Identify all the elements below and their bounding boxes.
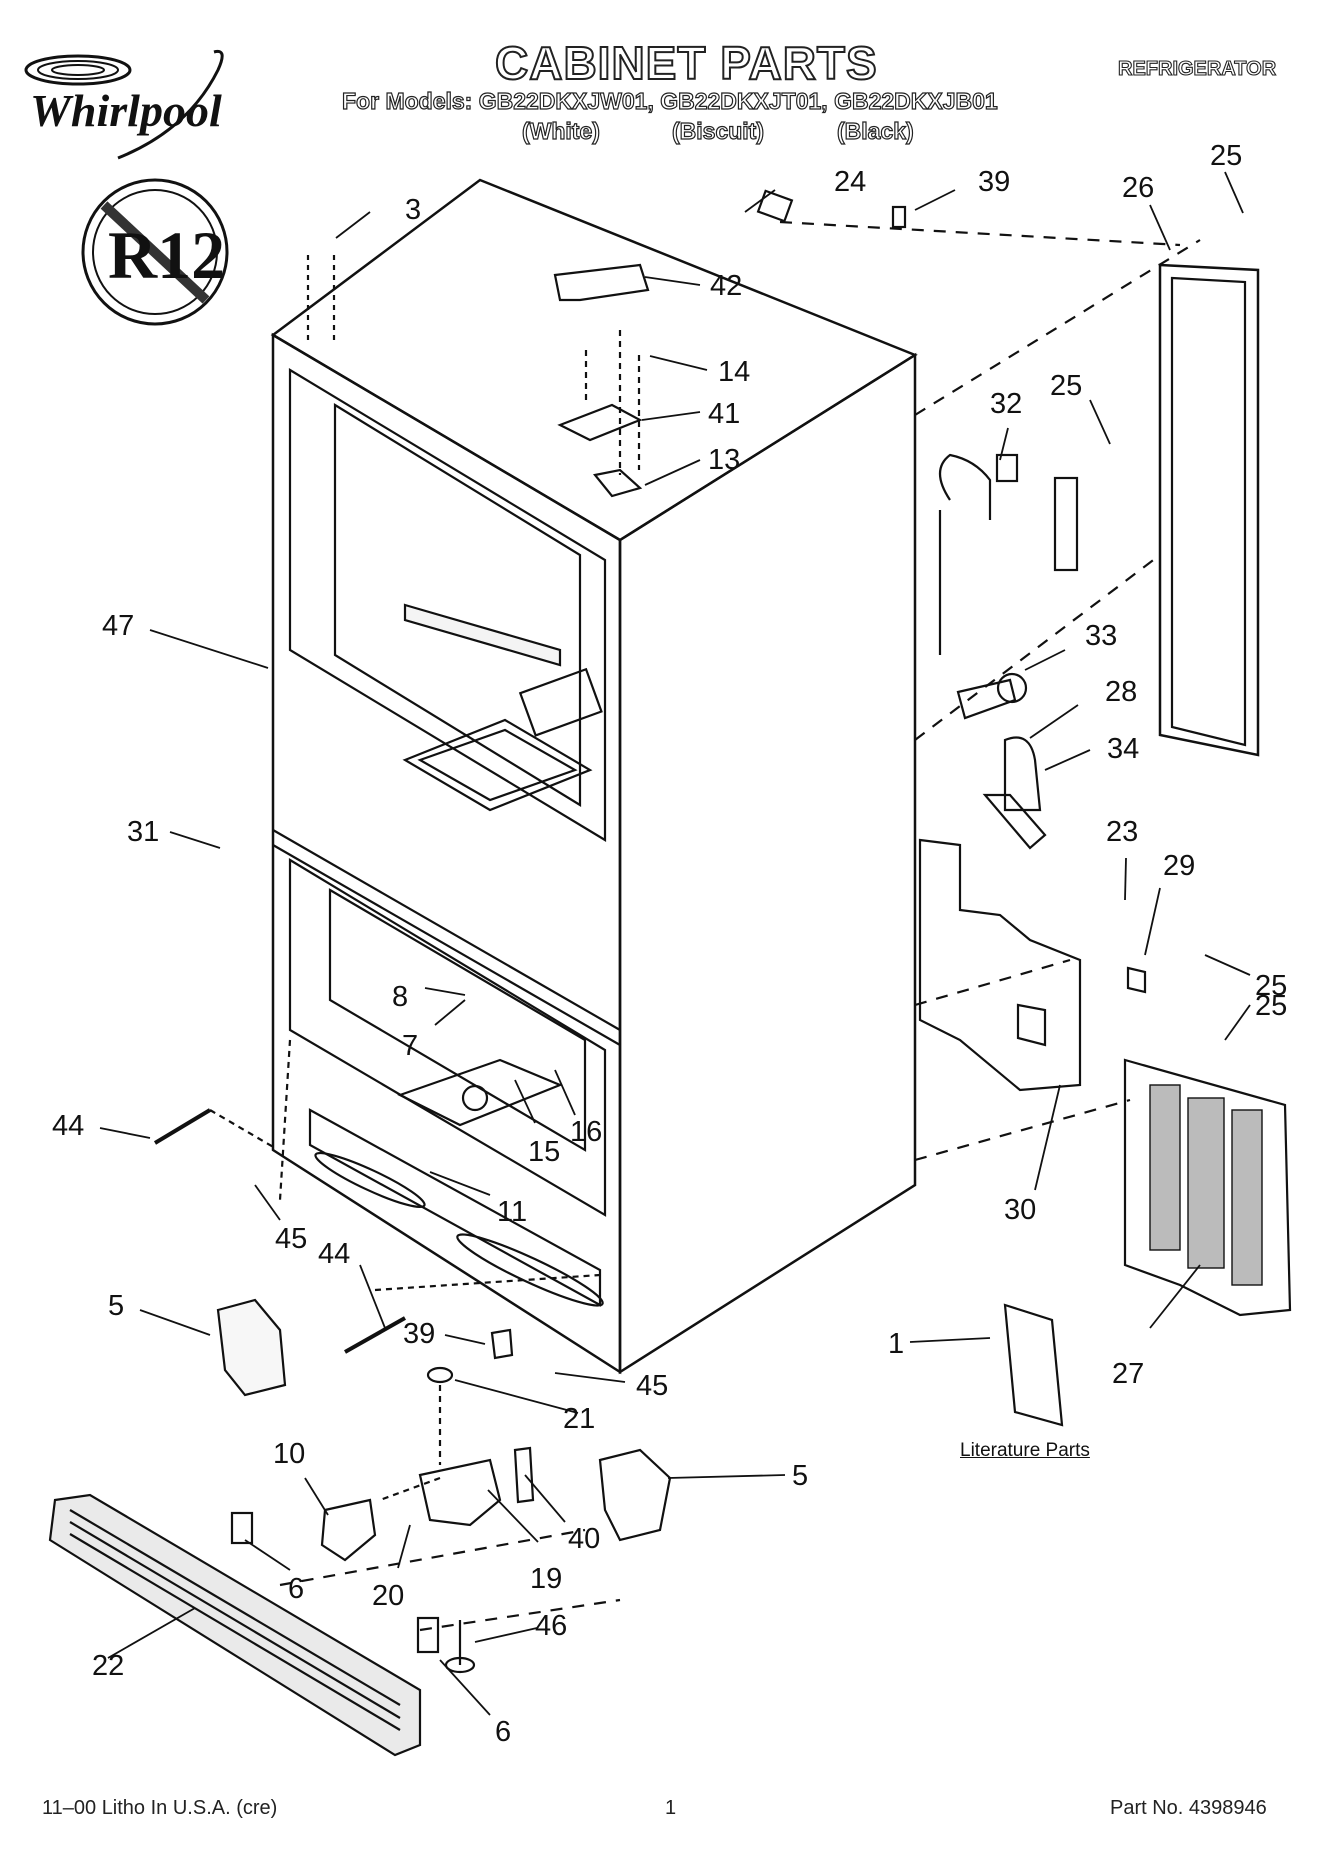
callout-number: 31	[127, 816, 160, 848]
callout-number: 5	[108, 1290, 125, 1322]
callout-number: 39	[978, 166, 1011, 198]
callout-number: 30	[1004, 1194, 1037, 1226]
callout-number: 22	[92, 1650, 125, 1682]
top-hinge-assembly	[306, 255, 650, 498]
callout-number: 28	[1105, 676, 1138, 708]
callout-number: 46	[535, 1610, 568, 1642]
toe-grille	[1123, 1058, 1292, 1317]
brand-name: Whirlpool	[30, 85, 222, 136]
callout-number: 25	[1255, 990, 1288, 1022]
page-number: 1	[665, 1797, 677, 1819]
callout-number: 11	[497, 1196, 528, 1228]
callout-number: 39	[403, 1318, 436, 1350]
appliance-type: REFRIGERATOR	[1117, 57, 1277, 80]
callout-number: 16	[570, 1116, 603, 1148]
callout-number: 21	[563, 1403, 596, 1435]
callout-number: 45	[275, 1223, 308, 1255]
callout-number: 7	[402, 1030, 419, 1062]
whirlpool-swirl-icon	[24, 49, 224, 160]
rear-access-cover	[779, 220, 1260, 757]
callout-number: 19	[530, 1563, 563, 1595]
callout-number: 23	[1106, 816, 1139, 848]
callout-number: 40	[568, 1523, 601, 1555]
callout-number: 32	[990, 388, 1023, 420]
callout-number: 13	[708, 444, 741, 476]
whirlpool-logo: Whirlpool	[18, 40, 268, 170]
callout-number: 29	[1163, 850, 1196, 882]
callout-number: 14	[718, 356, 751, 388]
models-line: For Models: GB22DKXJW01, GB22DKXJT01, GB…	[341, 87, 998, 114]
callout-number: 34	[1107, 733, 1140, 765]
callout-number: 24	[834, 166, 867, 198]
callout-number: 47	[102, 610, 135, 642]
callout-number: 3	[405, 194, 422, 226]
color-biscuit: (Biscuit)	[671, 117, 764, 144]
callout-number: 45	[636, 1370, 669, 1402]
callout-number: 6	[288, 1573, 305, 1605]
callout-number: 25	[1210, 140, 1243, 172]
callout-number: 42	[710, 270, 743, 302]
callout-number: 25	[1255, 970, 1288, 1002]
badge-text: R12	[108, 217, 225, 293]
callout-number: 6	[495, 1716, 512, 1748]
bottom-parts	[48, 1039, 672, 1757]
rear-components	[756, 189, 1147, 1162]
callout-number: 25	[1050, 370, 1083, 402]
callout-number: 44	[318, 1238, 351, 1270]
cabinet-body	[270, 178, 918, 1375]
literature-parts-label: Literature Parts	[960, 1440, 1090, 1461]
callout-number: 20	[372, 1580, 405, 1612]
callout-number: 27	[1112, 1358, 1145, 1390]
callout-number: 1	[888, 1328, 905, 1360]
color-white: (White)	[521, 117, 600, 144]
callout-number: 5	[792, 1460, 809, 1492]
callout-number: 33	[1085, 620, 1118, 652]
callout-number: 44	[52, 1110, 85, 1142]
part-number: Part No. 4398946	[1110, 1797, 1267, 1819]
callout-number: 26	[1122, 172, 1155, 204]
callout-number: 10	[273, 1438, 306, 1470]
callout-number: 8	[392, 981, 409, 1013]
leader-lines	[99, 171, 1251, 1716]
no-r12-badge: R12	[81, 178, 229, 326]
callout-number: 41	[708, 398, 741, 430]
page-title: CABINET PARTS	[494, 36, 878, 90]
literature-booklet	[1003, 1303, 1064, 1427]
color-black: (Black)	[836, 117, 914, 144]
callout-number: 15	[528, 1136, 561, 1168]
footer-print-info: 11–00 Litho In U.S.A. (cre)	[42, 1797, 278, 1819]
